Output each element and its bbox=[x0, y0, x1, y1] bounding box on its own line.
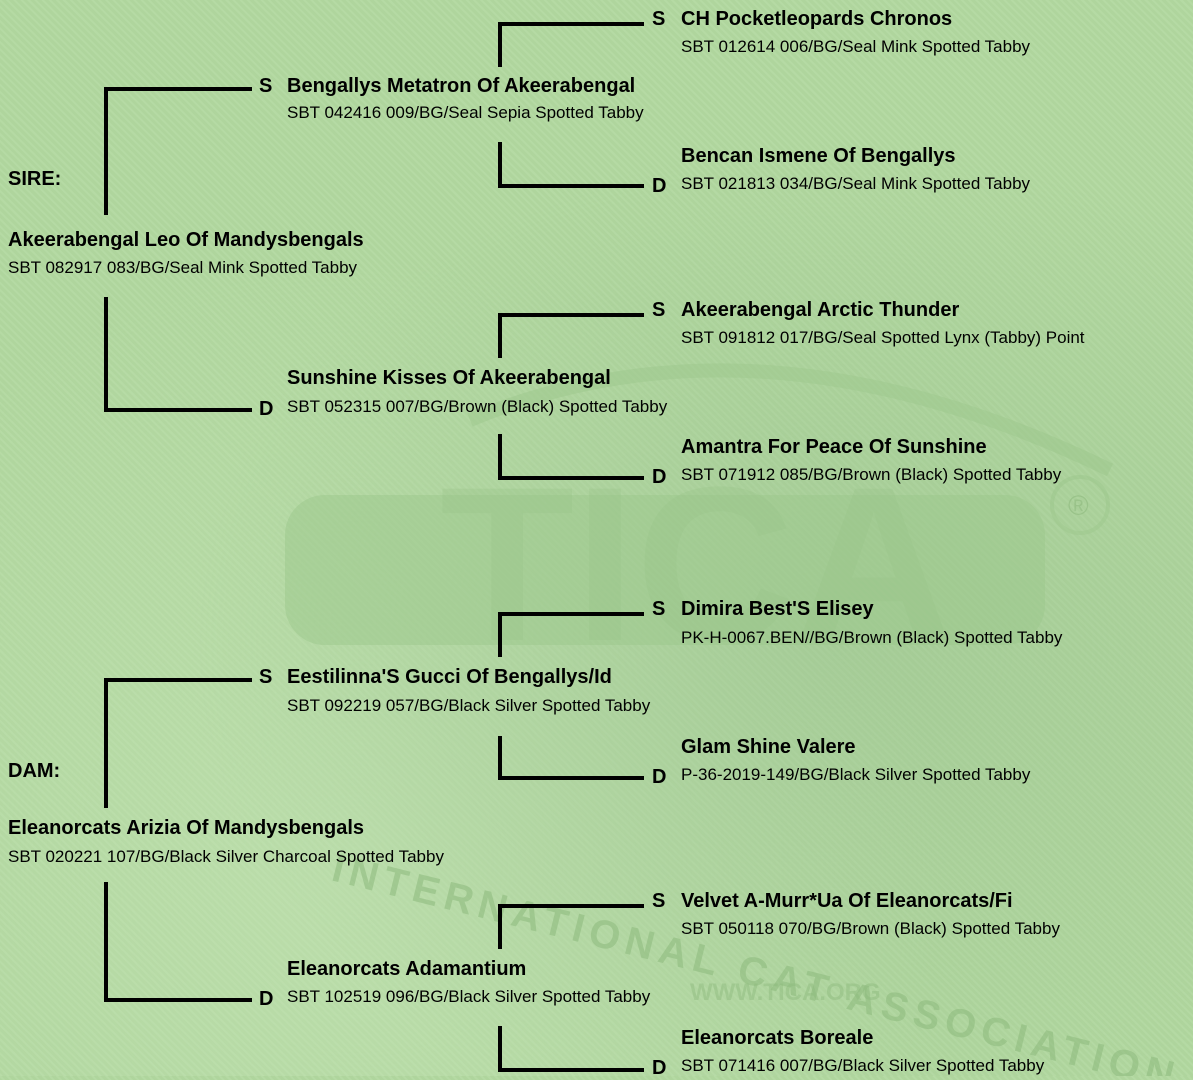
sire-sire-dam-registration: SBT 021813 034/BG/Seal Mink Spotted Tabb… bbox=[681, 174, 1031, 193]
dam-sire-dam-registration: P-36-2019-149/BG/Black Silver Spotted Ta… bbox=[681, 765, 1031, 784]
dam-dam-sire-name: Velvet A-Murr*Ua Of Eleanorcats/Fi bbox=[681, 890, 1013, 912]
connector-ds-up-h bbox=[498, 612, 644, 616]
dam-dam-sire-registration: SBT 050118 070/BG/Brown (Black) Spotted … bbox=[681, 919, 1060, 938]
sire-sire-dam-name: Bencan Ismene Of Bengallys bbox=[681, 145, 956, 167]
dam-label: DAM: bbox=[8, 760, 61, 782]
dam-name: Eleanorcats Arizia Of Mandysbengals bbox=[8, 817, 365, 839]
dam-dam-dam-registration: SBT 071416 007/BG/Black Silver Spotted T… bbox=[681, 1056, 1045, 1075]
sire-sire-sire-name: CH Pocketleopards Chronos bbox=[681, 8, 953, 30]
connector-dam-down-h bbox=[104, 998, 252, 1002]
sire-dam-dam-registration: SBT 071912 085/BG/Brown (Black) Spotted … bbox=[681, 465, 1062, 484]
dam-dam-sire-marker: S bbox=[652, 890, 666, 912]
connector-sire-up-h bbox=[104, 87, 252, 91]
sire-sire-sire-marker: S bbox=[652, 8, 666, 30]
dam-sire-sire-marker: S bbox=[652, 598, 666, 620]
dam-sire-dam-name: Glam Shine Valere bbox=[681, 736, 856, 758]
sire-name: Akeerabengal Leo Of Mandysbengals bbox=[8, 229, 364, 251]
connector-ss-up-h bbox=[498, 22, 644, 26]
connector-ds-down-h bbox=[498, 776, 644, 780]
sire-sire-sire-registration: SBT 012614 006/BG/Seal Mink Spotted Tabb… bbox=[681, 37, 1031, 56]
sire-dam-dam-marker: D bbox=[652, 466, 667, 488]
connector-dam-up-h bbox=[104, 678, 252, 682]
dam-sire-registration: SBT 092219 057/BG/Black Silver Spotted T… bbox=[287, 696, 651, 715]
dam-dam-registration: SBT 102519 096/BG/Black Silver Spotted T… bbox=[287, 987, 651, 1006]
dam-dam-marker: D bbox=[259, 988, 274, 1010]
connector-ss-up bbox=[498, 22, 502, 67]
connector-ds-down bbox=[498, 736, 502, 780]
sire-dam-sire-registration: SBT 091812 017/BG/Seal Spotted Lynx (Tab… bbox=[681, 328, 1085, 347]
sire-sire-name: Bengallys Metatron Of Akeerabengal bbox=[287, 75, 636, 97]
dam-sire-sire-registration: PK-H-0067.BEN//BG/Brown (Black) Spotted … bbox=[681, 628, 1063, 647]
sire-dam-name: Sunshine Kisses Of Akeerabengal bbox=[287, 367, 611, 389]
dam-dam-dam-name: Eleanorcats Boreale bbox=[681, 1027, 874, 1049]
dam-sire-sire-name: Dimira Best'S Elisey bbox=[681, 598, 874, 620]
sire-registration: SBT 082917 083/BG/Seal Mink Spotted Tabb… bbox=[8, 258, 358, 277]
connector-sire-down-h bbox=[104, 408, 252, 412]
connector-dd-down bbox=[498, 1026, 502, 1072]
connector-ds-up bbox=[498, 612, 502, 657]
sire-label: SIRE: bbox=[8, 168, 62, 190]
sire-dam-sire-marker: S bbox=[652, 299, 666, 321]
sire-sire-dam-marker: D bbox=[652, 175, 667, 197]
dam-sire-marker: S bbox=[259, 666, 273, 688]
dam-dam-name: Eleanorcats Adamantium bbox=[287, 958, 527, 980]
connector-dam-down bbox=[104, 882, 108, 1002]
sire-dam-registration: SBT 052315 007/BG/Brown (Black) Spotted … bbox=[287, 397, 668, 416]
sire-dam-dam-name: Amantra For Peace Of Sunshine bbox=[681, 436, 987, 458]
connector-sd-down-h bbox=[498, 476, 644, 480]
dam-registration: SBT 020221 107/BG/Black Silver Charcoal … bbox=[8, 847, 444, 866]
connector-sd-up bbox=[498, 313, 502, 358]
dam-sire-name: Eestilinna'S Gucci Of Bengallys/Id bbox=[287, 666, 612, 688]
dam-sire-dam-marker: D bbox=[652, 766, 667, 788]
sire-sire-registration: SBT 042416 009/BG/Seal Sepia Spotted Tab… bbox=[287, 103, 644, 122]
connector-dd-up-h bbox=[498, 904, 644, 908]
connector-ss-down bbox=[498, 142, 502, 188]
connector-dd-down-h bbox=[498, 1068, 644, 1072]
connector-dd-up bbox=[498, 904, 502, 949]
watermark-url: WWW.TICA.ORG bbox=[690, 979, 881, 1006]
sire-dam-marker: D bbox=[259, 398, 274, 420]
sire-dam-sire-name: Akeerabengal Arctic Thunder bbox=[681, 299, 960, 321]
watermark-reg-mark: ® bbox=[1068, 490, 1089, 521]
connector-sd-down bbox=[498, 434, 502, 480]
connector-ss-down-h bbox=[498, 184, 644, 188]
sire-sire-marker: S bbox=[259, 75, 273, 97]
connector-sd-up-h bbox=[498, 313, 644, 317]
dam-dam-dam-marker: D bbox=[652, 1057, 667, 1079]
connector-sire-down bbox=[104, 297, 108, 412]
connector-dam-up bbox=[104, 678, 108, 808]
connector-sire-up bbox=[104, 87, 108, 215]
